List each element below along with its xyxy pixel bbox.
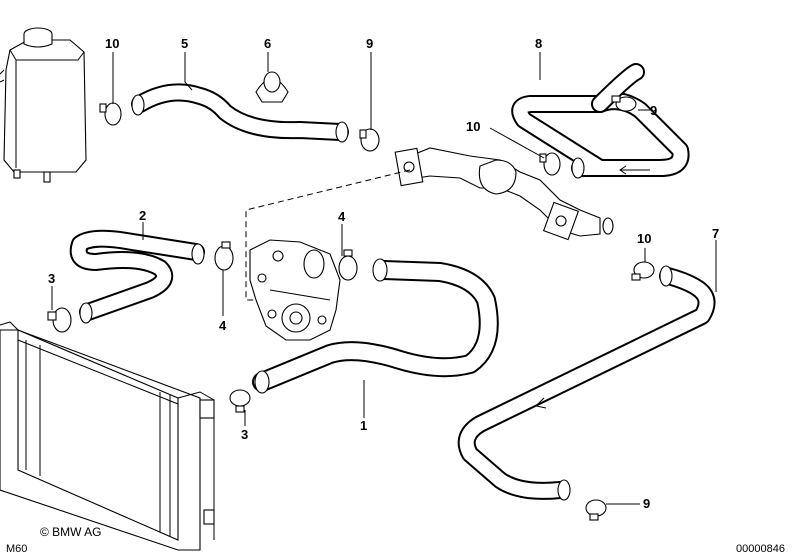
clamp-6 [255, 71, 289, 103]
callout-2: 2 [139, 208, 146, 223]
image-number-label: 00000846 [736, 543, 785, 555]
copyright-label: © BMW AG [40, 525, 102, 539]
clamp-10-c [631, 261, 655, 281]
callout-9-bottom: 9 [643, 496, 650, 511]
clamp-9-b [611, 95, 637, 112]
leader-lines [51, 52, 717, 505]
clamp-3-a [47, 307, 72, 333]
callout-5: 5 [181, 36, 188, 51]
callout-1: 1 [360, 418, 367, 433]
callout-10-right: 10 [637, 231, 651, 246]
callout-7: 7 [712, 226, 719, 241]
expansion-tank [0, 27, 87, 183]
callout-9-right: 9 [650, 103, 657, 118]
clamp-4-b [338, 249, 358, 281]
clamp-3-b [229, 389, 251, 413]
hose-7 [457, 265, 716, 501]
clamp-4-a [214, 241, 234, 271]
callout-10-top-left: 10 [105, 36, 119, 51]
callout-4-center: 4 [338, 209, 346, 224]
thermostat-housing [394, 147, 614, 241]
callout-4-left: 4 [219, 318, 227, 333]
callout-8: 8 [535, 36, 542, 51]
clamp-10-a [99, 102, 122, 126]
clamp-9-c [585, 499, 607, 521]
callout-9-top: 9 [366, 36, 373, 51]
radiator [0, 321, 215, 551]
callout-labels: 10 5 6 9 8 9 10 2 4 3 4 10 7 3 1 9 [48, 36, 719, 511]
clamp-10-b [539, 152, 561, 176]
hose-1 [252, 258, 499, 394]
callout-10-thermostat: 10 [466, 119, 480, 134]
clamp-9-a [359, 128, 380, 152]
hose-2 [69, 229, 205, 324]
water-pump [249, 239, 341, 341]
hose-5 [131, 83, 349, 143]
callout-6: 6 [264, 36, 271, 51]
callout-3-bottom: 3 [241, 427, 248, 442]
model-label: M60 [6, 543, 27, 555]
callout-3-left: 3 [48, 271, 55, 286]
